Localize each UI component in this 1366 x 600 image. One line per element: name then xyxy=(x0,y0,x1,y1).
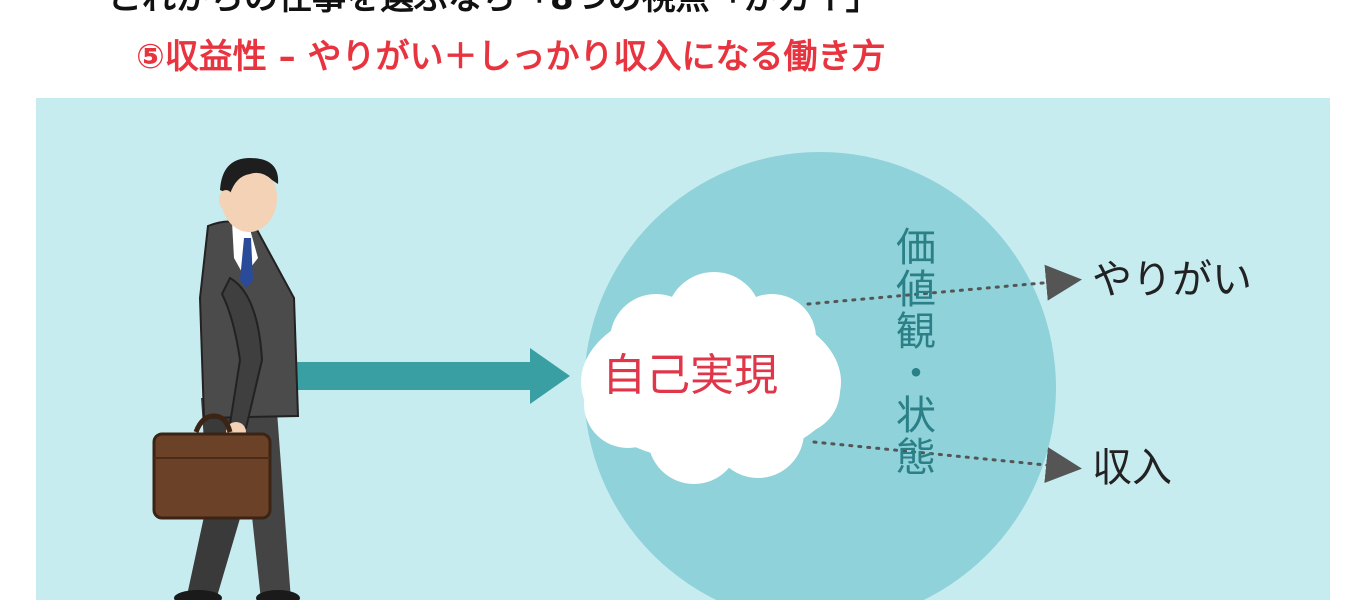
self-actualization-cloud xyxy=(581,272,841,484)
section-subtitle: ⑤収益性 – やりがい＋しっかり収入になる働き方 xyxy=(136,37,886,77)
cloud-label: 自己実現 xyxy=(602,350,778,401)
forward-arrow xyxy=(286,348,570,404)
diagram-graphics xyxy=(152,152,1082,600)
dotted-arrow-income xyxy=(812,440,1082,483)
dotted-arrow-motivation xyxy=(806,264,1082,306)
page-title: これからの仕事を選ぶなら「8つの視点「かガイ」 xyxy=(108,0,880,18)
businessman-figure xyxy=(152,158,300,600)
diagram-panel: 自己実現 価値観・状態 やりがい 収入 xyxy=(36,98,1330,600)
circle-label: 価値観・状態 xyxy=(889,226,935,478)
output-label-motivation: やりがい xyxy=(1092,257,1252,303)
output-label-income: 収入 xyxy=(1092,445,1172,491)
